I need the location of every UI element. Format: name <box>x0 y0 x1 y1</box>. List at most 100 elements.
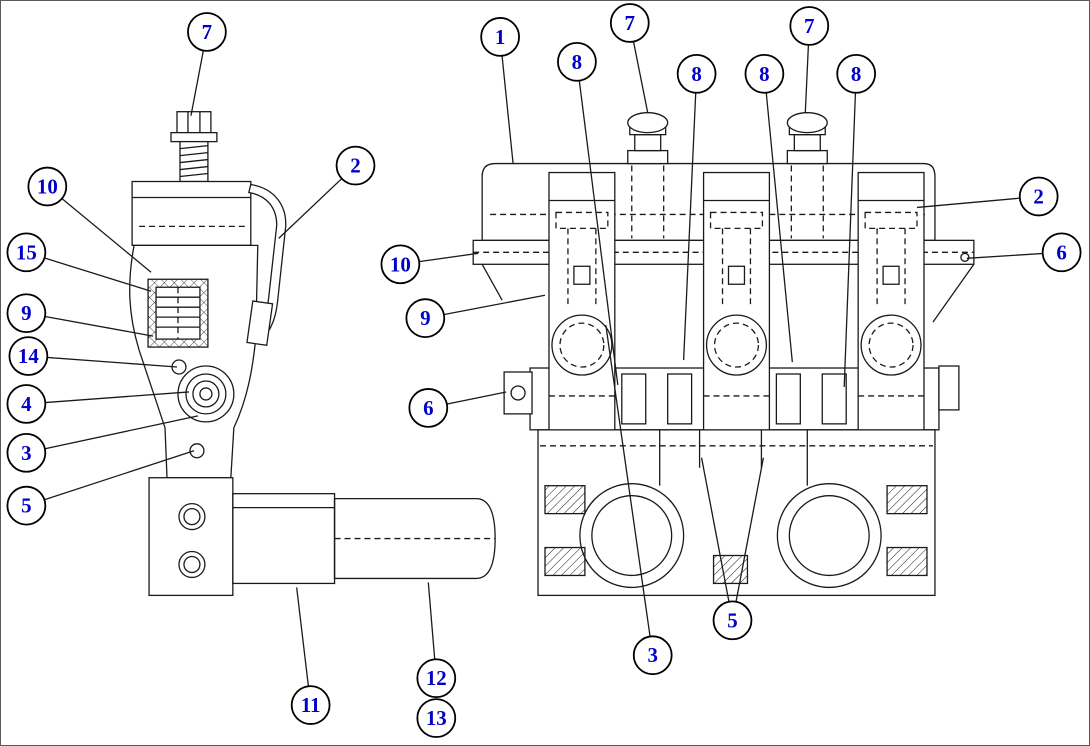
callout-circle <box>408 388 449 428</box>
callout-balloon-10-1[interactable]: 10 <box>27 166 68 207</box>
leader-line-8 <box>843 73 857 387</box>
callout-balloon-13-11[interactable]: 13 <box>416 698 457 738</box>
callout-circle <box>416 698 457 738</box>
callout-number: 14 <box>18 344 39 368</box>
filler-cap-left <box>627 112 669 165</box>
callout-circle <box>405 298 446 338</box>
callout-number: 8 <box>691 62 701 86</box>
callout-number: 8 <box>572 50 582 74</box>
callout-number: 5 <box>21 494 31 518</box>
mounting-bracket <box>148 477 234 597</box>
callout-circle <box>6 232 47 273</box>
callout-number: 2 <box>1033 184 1043 208</box>
callout-balloon-7-0[interactable]: 7 <box>187 12 227 52</box>
leader-line-8 <box>763 73 793 363</box>
callout-balloon-9-3[interactable]: 9 <box>6 293 47 334</box>
callout-number: 4 <box>21 392 32 416</box>
callout-balloon-15-2[interactable]: 15 <box>6 232 47 273</box>
callout-number: 10 <box>390 252 411 276</box>
side-bolt <box>503 365 960 415</box>
filler-cap-right <box>786 112 828 165</box>
adjusting-bolt <box>170 111 218 183</box>
callout-balloon-6-20[interactable]: 6 <box>1041 232 1082 273</box>
callout-balloon-8-16[interactable]: 8 <box>744 53 785 94</box>
leader-line-14 <box>28 355 178 368</box>
leader-line-3 <box>605 325 654 656</box>
callout-balloon-8-13[interactable]: 8 <box>557 41 597 82</box>
callout-circle <box>6 293 47 334</box>
leader-line-8 <box>576 61 619 386</box>
callout-number: 10 <box>37 174 58 198</box>
top-cap <box>131 180 252 246</box>
callout-circle <box>6 485 47 526</box>
callout-circle <box>8 336 49 376</box>
callout-number: 5 <box>727 608 737 632</box>
leader-line-5 <box>731 457 765 621</box>
delivery-clamp-1 <box>548 171 616 431</box>
callout-circle <box>712 600 753 641</box>
callout-balloon-4-5[interactable]: 4 <box>6 384 47 424</box>
lever-arm <box>246 183 287 346</box>
callout-balloon-8-18[interactable]: 8 <box>836 53 877 94</box>
callout-balloon-2-19[interactable]: 2 <box>1018 176 1059 217</box>
callout-number: 6 <box>423 396 433 420</box>
callout-number: 8 <box>759 62 769 86</box>
delivery-clamp-3 <box>857 171 925 431</box>
leader-line-4 <box>26 391 190 405</box>
callout-number: 7 <box>625 11 635 35</box>
callout-balloon-5-25[interactable]: 5 <box>712 600 753 641</box>
callout-number: 6 <box>1056 240 1066 264</box>
callout-balloon-9-22[interactable]: 9 <box>405 298 446 338</box>
callout-balloon-5-7[interactable]: 5 <box>6 485 47 526</box>
callout-circle <box>557 41 597 82</box>
leader-line-8 <box>682 73 698 361</box>
camshaft-bore <box>171 359 235 459</box>
callout-number: 1 <box>495 25 505 49</box>
callout-balloon-7-14[interactable]: 7 <box>609 3 650 43</box>
callout-circle <box>6 384 47 424</box>
callout-number: 7 <box>202 20 212 44</box>
callout-circle <box>290 685 331 725</box>
callout-balloon-12-10[interactable]: 12 <box>416 658 457 699</box>
callout-circle <box>836 53 877 94</box>
callout-balloon-11-9[interactable]: 11 <box>290 685 331 725</box>
callout-balloon-7-17[interactable]: 7 <box>789 6 830 46</box>
callout-number: 13 <box>426 706 447 730</box>
leader-line-9 <box>26 312 154 337</box>
assembly-artwork <box>129 111 975 597</box>
callout-balloon-3-6[interactable]: 3 <box>6 432 47 473</box>
callout-number: 9 <box>420 306 430 330</box>
callout-circle <box>1041 232 1082 273</box>
callout-circle <box>416 658 457 699</box>
callout-number: 15 <box>16 240 37 264</box>
callout-circle <box>27 166 68 207</box>
leader-line-1 <box>499 36 514 164</box>
crankcase <box>537 429 936 597</box>
callout-balloon-14-4[interactable]: 14 <box>8 336 49 376</box>
leader-line-3 <box>26 415 199 454</box>
callout-number: 2 <box>350 154 360 178</box>
delivery-clamp-2 <box>702 171 771 431</box>
spring-window <box>147 278 209 348</box>
leader-line-5 <box>26 450 195 507</box>
callout-number: 3 <box>21 441 31 465</box>
callout-balloon-1-12[interactable]: 1 <box>480 17 520 57</box>
callout-number: 7 <box>804 14 814 38</box>
callout-balloon-10-21[interactable]: 10 <box>380 244 421 285</box>
callout-circle <box>380 244 421 285</box>
leader-line-9 <box>425 294 546 319</box>
leader-line-2 <box>916 195 1039 209</box>
callout-number: 9 <box>21 301 31 325</box>
callout-circle <box>1018 176 1059 217</box>
piston-rod <box>232 493 496 585</box>
callout-balloon-3-24[interactable]: 3 <box>632 635 673 676</box>
callout-number: 3 <box>647 643 657 667</box>
callout-balloon-8-15[interactable]: 8 <box>676 53 717 94</box>
leader-line-15 <box>26 251 152 292</box>
callout-circle <box>609 3 650 43</box>
callout-balloon-2-8[interactable]: 2 <box>335 145 376 186</box>
callout-balloon-6-23[interactable]: 6 <box>408 388 449 428</box>
